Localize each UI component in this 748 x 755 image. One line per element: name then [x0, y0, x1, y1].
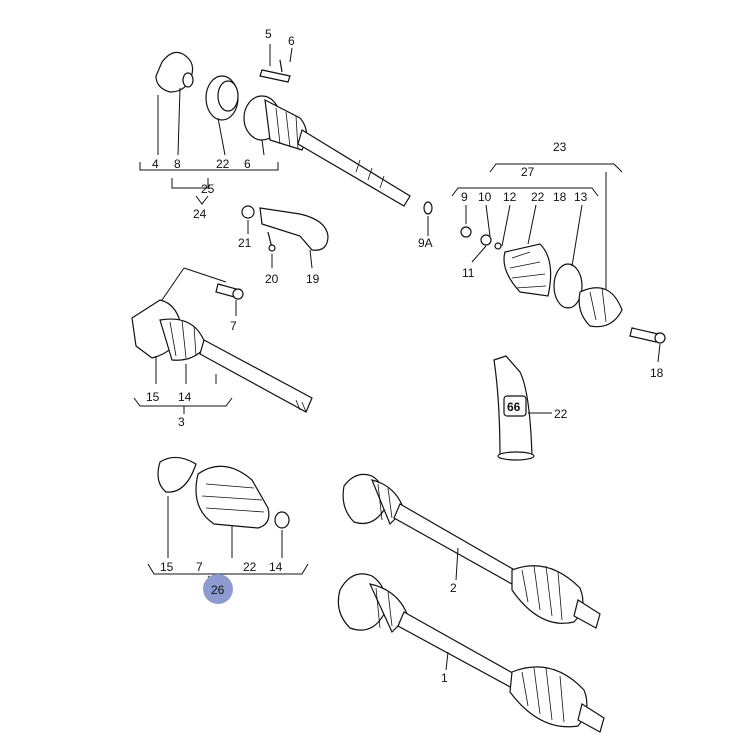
callout-12: 12: [503, 190, 517, 204]
tube-label: 66: [507, 400, 521, 414]
top-callout-labels: 5 6 4 8 22 6 25 24 9A: [152, 27, 433, 250]
callout-7: 7: [230, 319, 237, 333]
clamp-part-13: [553, 263, 583, 309]
right-callout-lines: [451, 163, 661, 363]
callout-9a: 9A: [418, 236, 433, 250]
top-drive-shaft: [155, 51, 433, 215]
nut-part-21: [241, 205, 255, 219]
callout-5: 5: [265, 27, 272, 41]
callout-8: 8: [174, 157, 181, 171]
callout-22-right: 22: [531, 190, 545, 204]
callout-20: 20: [265, 272, 279, 286]
callout-2: 2: [450, 581, 457, 595]
boot-kit-callout-lines: [147, 496, 309, 585]
callout-7-kit: 7: [196, 560, 203, 574]
boot-kit: [157, 456, 290, 529]
callout-18: 18: [650, 366, 664, 380]
top-callout-lines: [139, 44, 429, 236]
right-callout-labels: 23 27 9 10 12 22 18 13 11 18: [461, 140, 664, 380]
callout-14-kit: 14: [269, 560, 283, 574]
callout-19: 19: [306, 272, 320, 286]
callout-18-top: 18: [553, 190, 567, 204]
callout-6: 6: [288, 34, 295, 48]
circlip-part-9a: [423, 201, 433, 215]
callout-6b: 6: [244, 157, 251, 171]
bolt-part-18: [629, 327, 659, 343]
callout-1: 1: [441, 671, 448, 685]
callout-27: 27: [521, 165, 535, 179]
callout-11: 11: [462, 266, 475, 280]
clamp-part-14: [274, 511, 290, 529]
callout-25: 25: [201, 182, 215, 196]
callout-22-kit: 22: [243, 560, 257, 574]
callout-4: 4: [152, 157, 159, 171]
callout-22-tube: 22: [554, 407, 568, 421]
callout-15-kit: 15: [160, 560, 174, 574]
callout-15: 15: [146, 390, 160, 404]
cv-joint-middle: [159, 318, 207, 361]
callout-14: 14: [178, 390, 192, 404]
callout-3: 3: [178, 415, 185, 429]
clamp-part-15: [157, 456, 197, 493]
nut-part-9: [460, 226, 472, 238]
complete-shaft-1: [337, 573, 605, 733]
complete-shaft-2: [342, 473, 601, 629]
callout-21: 21: [238, 236, 252, 250]
callout-13: 13: [574, 190, 588, 204]
boot-part-12: [503, 243, 552, 297]
right-joint-assembly: [460, 226, 666, 344]
shaft-middle: [199, 339, 313, 413]
washer-part-11: [480, 234, 492, 246]
cv-joint-right: [578, 287, 623, 328]
callout-26: 26: [211, 583, 225, 597]
middle-callout-lines: [133, 356, 233, 414]
callout-10: 10: [478, 190, 492, 204]
heat-shield-part-19: [259, 207, 329, 251]
middle-drive-shaft: [131, 267, 313, 413]
shaft-top: [297, 129, 411, 207]
circlip-part-10: [494, 242, 502, 250]
bolt-part-5: [259, 69, 291, 83]
boot-part-22: [195, 465, 270, 529]
callout-24: 24: [193, 207, 207, 221]
callout-22: 22: [216, 157, 230, 171]
ring-part-8: [182, 72, 194, 88]
grease-tube: 66: [493, 355, 552, 461]
callout-9: 9: [461, 190, 468, 204]
highlight-badge-26[interactable]: [203, 574, 233, 604]
callout-23: 23: [553, 140, 567, 154]
bracket-assembly: [241, 205, 329, 269]
